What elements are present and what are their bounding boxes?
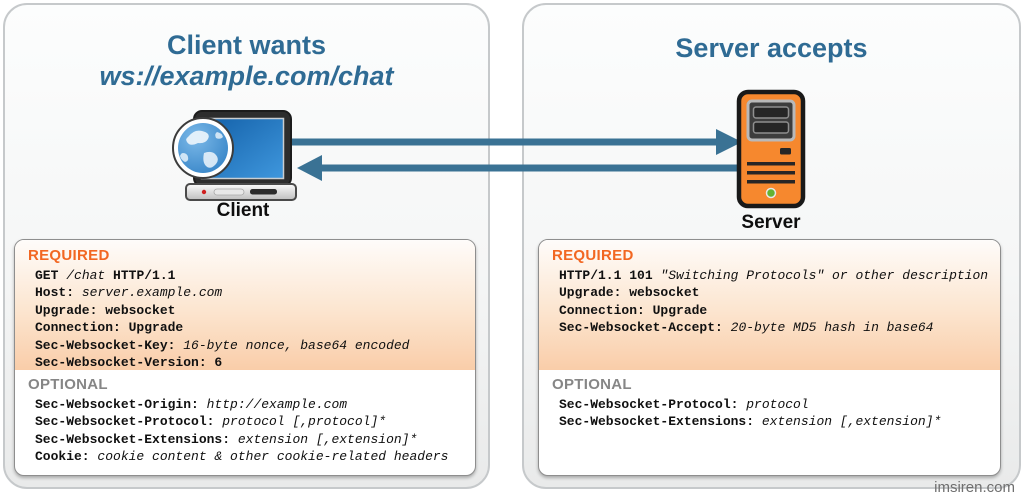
header-line: Sec-Websocket-Accept: 20-byte MD5 hash i… [559, 320, 934, 336]
client-required-label: REQUIRED [28, 247, 110, 264]
header-line: Sec-Websocket-Extensions: extension [,ex… [35, 431, 418, 447]
server-required-section: REQUIRED HTTP/1.1 101 "Switching Protoco… [539, 240, 1000, 370]
header-line: Host: server.example.com [35, 285, 223, 301]
header-line: Upgrade: websocket [35, 302, 176, 318]
server-optional-section: OPTIONAL Sec-Websocket-Protocol: protoco… [539, 370, 1000, 431]
client-title-line1: Client wants [166, 30, 327, 60]
client-optional-label: OPTIONAL [28, 376, 108, 393]
header-line: Connection: Upgrade [559, 302, 708, 318]
power-led-icon [201, 189, 207, 195]
client-device-label: Client [216, 200, 270, 221]
header-line: Upgrade: websocket [559, 285, 700, 301]
client-title-url: ws://example.com/chat [99, 61, 394, 91]
server-optional-label: OPTIONAL [552, 376, 632, 393]
header-line: Sec-Websocket-Protocol: protocol [,proto… [35, 414, 387, 430]
server-led-icon [765, 187, 777, 199]
server-required-lines: HTTP/1.1 101 "Switching Protocols" or ot… [552, 267, 990, 337]
server-required-label: REQUIRED [552, 247, 634, 264]
client-panel-title: Client wants ws://example.com/chat [5, 30, 488, 92]
globe-icon [172, 117, 234, 179]
header-line: Sec-Websocket-Origin: http://example.com [35, 397, 348, 412]
watermark: imsiren.com [934, 479, 1015, 496]
header-line: Connection: Upgrade [35, 320, 184, 336]
header-line: Cookie: cookie content & other cookie-re… [35, 449, 449, 465]
header-line: GET /chat HTTP/1.1 [35, 268, 176, 283]
client-laptop-icon [172, 110, 297, 201]
client-optional-lines: Sec-Websocket-Origin: http://example.com… [28, 396, 465, 466]
header-line: HTTP/1.1 101 "Switching Protocols" or ot… [559, 268, 989, 283]
server-device-label: Server [741, 212, 801, 233]
server-panel-title: Server accepts [524, 33, 1019, 64]
server-title-line1: Server accepts [675, 33, 868, 63]
header-line: Sec-Websocket-Key: 16-byte nonce, base64… [35, 337, 410, 353]
header-line: Sec-Websocket-Extensions: extension [,ex… [559, 414, 942, 430]
server-icon [736, 89, 806, 209]
client-optional-section: OPTIONAL Sec-Websocket-Origin: http://ex… [15, 370, 475, 466]
header-line: Sec-Websocket-Protocol: protocol [559, 397, 809, 412]
server-headers-box: REQUIRED HTTP/1.1 101 "Switching Protoco… [538, 239, 1001, 476]
header-line: Sec-Websocket-Version: 6 [35, 355, 223, 371]
